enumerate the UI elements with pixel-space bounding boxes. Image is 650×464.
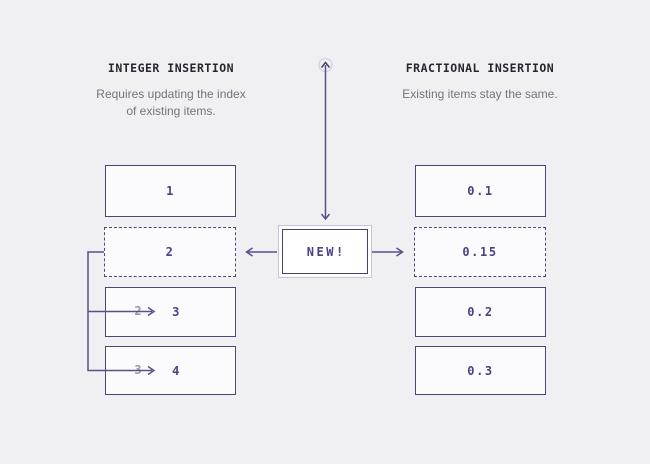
subtitle-line: of existing items. xyxy=(126,104,216,118)
old-index-value-3: 3 xyxy=(134,363,142,377)
fractional-box-0-1: 0.1 xyxy=(415,165,546,217)
box-label: 4 xyxy=(172,363,181,378)
fractional-insertion-heading: FRACTIONAL INSERTION xyxy=(405,61,555,75)
fractional-box-0-3: 0.3 xyxy=(415,346,546,395)
integer-box-3: 3 xyxy=(105,287,236,337)
fractional-box-0-15-inserted-slot: 0.15 xyxy=(414,227,546,277)
right-arrowhead-icon xyxy=(396,247,404,257)
subtitle-line: Existing items stay the same. xyxy=(402,87,558,101)
box-label: 2 xyxy=(165,245,175,259)
subtitle-line: Requires updating the index xyxy=(96,87,246,101)
down-arrowhead-icon xyxy=(320,213,331,221)
box-label: 0.15 xyxy=(462,245,498,259)
origin-circle-icon xyxy=(318,57,333,73)
new-item-label: NEW! xyxy=(306,244,346,259)
integer-box-4: 4 xyxy=(105,346,236,395)
left-arrowhead-icon xyxy=(245,247,253,257)
box-label: 0.3 xyxy=(467,363,494,378)
integer-box-1: 1 xyxy=(105,165,236,217)
old-index-value-2: 2 xyxy=(134,304,142,318)
new-item-inner-frame: NEW! xyxy=(282,229,368,274)
integer-box-2-inserted-slot: 2 xyxy=(104,227,236,277)
fractional-insertion-subtitle: Existing items stay the same. xyxy=(360,86,600,103)
integer-insertion-subtitle: Requires updating the index of existing … xyxy=(51,86,291,120)
box-label: 0.2 xyxy=(467,305,494,319)
box-label: 1 xyxy=(166,184,175,198)
box-label: 3 xyxy=(172,305,181,319)
integer-insertion-heading: INTEGER INSERTION xyxy=(107,61,235,75)
box-label: 0.1 xyxy=(467,184,494,198)
new-item-box: NEW! xyxy=(278,225,372,278)
up-arrowhead-icon xyxy=(320,61,331,68)
fractional-box-0-2: 0.2 xyxy=(415,287,546,337)
